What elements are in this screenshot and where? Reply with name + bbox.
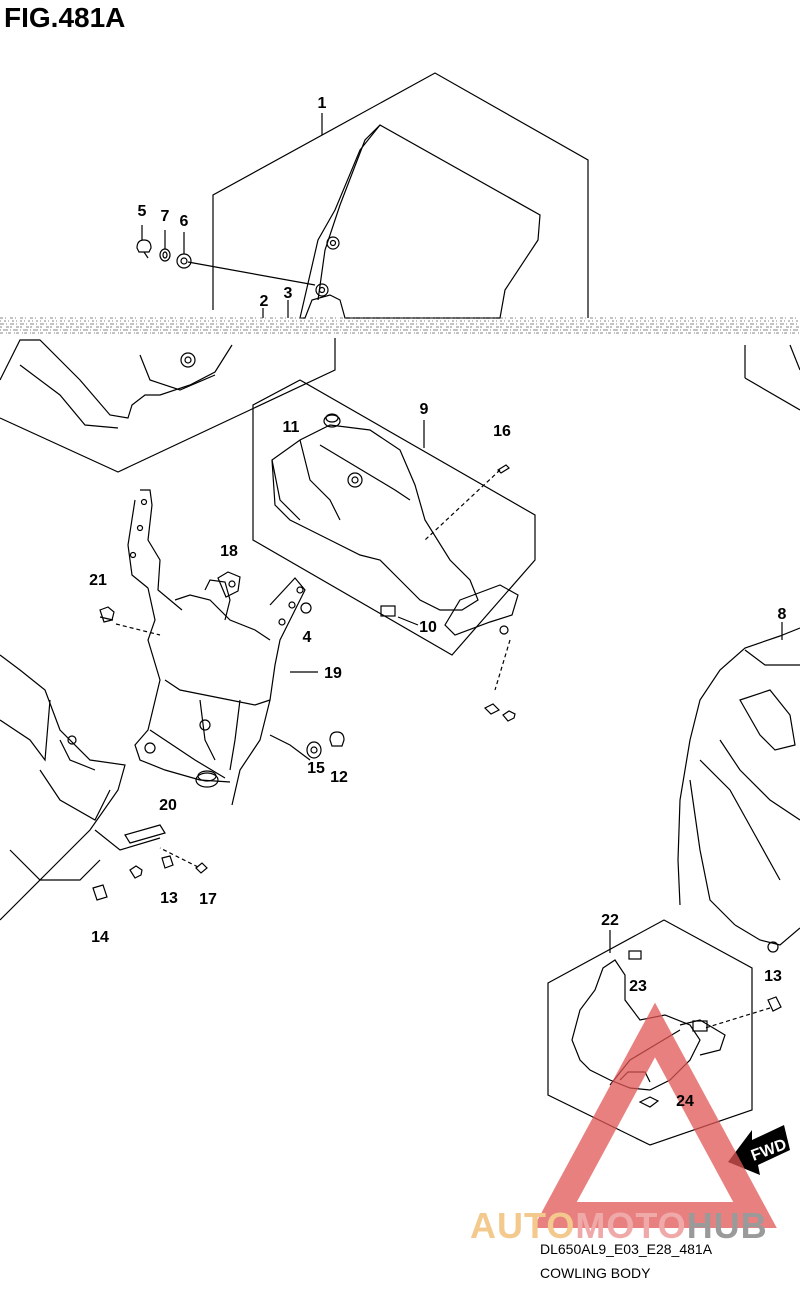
callout-label-c15: 15 xyxy=(307,760,325,777)
windscreen-group xyxy=(136,72,589,319)
callout-label-c20: 20 xyxy=(159,797,177,814)
callout-label-c13b: 13 xyxy=(764,968,782,985)
callout-label-c6: 6 xyxy=(180,213,189,230)
callout-label-c11: 11 xyxy=(283,419,300,436)
callout-label-c5: 5 xyxy=(138,203,147,220)
scan-noise-band xyxy=(0,317,800,334)
callout-label-c8: 8 xyxy=(778,606,787,623)
callout-label-c23: 23 xyxy=(629,978,647,995)
watermark-part-moto: MOTO xyxy=(575,1205,687,1246)
left-side-cowling xyxy=(0,654,208,921)
callout-label-c16: 16 xyxy=(493,423,511,440)
meter-cover-group xyxy=(252,379,536,722)
callout-label-c18: 18 xyxy=(220,543,238,560)
watermark-text: AUTOMOTOHUB xyxy=(470,1205,768,1247)
right-side-cowling xyxy=(677,622,800,953)
callout-label-c22: 22 xyxy=(601,912,619,929)
callout-label-c10: 10 xyxy=(419,619,437,636)
figure-code: DL650AL9_E03_E28_481A xyxy=(540,1241,713,1257)
callout-label-c14: 14 xyxy=(91,929,109,946)
callout-label-c9: 9 xyxy=(420,401,429,418)
watermark-part-auto: AUTO xyxy=(470,1205,576,1246)
callout-label-c7: 7 xyxy=(161,208,170,225)
watermark-part-hub: HUB xyxy=(686,1205,768,1246)
figure-title: FIG.481A xyxy=(4,2,126,33)
lower-panel xyxy=(0,338,800,473)
callout-label-c19: 19 xyxy=(324,665,342,682)
callout-label-c13a: 13 xyxy=(160,890,178,907)
callout-label-c12: 12 xyxy=(330,769,348,786)
callout-label-c2: 2 xyxy=(260,293,269,310)
callout-label-c4: 4 xyxy=(303,629,312,646)
callout-label-c1: 1 xyxy=(318,95,327,112)
watermark-logo xyxy=(533,1002,777,1228)
callout-label-c21: 21 xyxy=(89,572,107,589)
figure-name: COWLING BODY xyxy=(540,1265,651,1281)
bracket-assembly xyxy=(99,489,345,806)
callout-label-c17: 17 xyxy=(199,891,217,908)
callout-label-c3: 3 xyxy=(284,285,293,302)
callout-label-c24: 24 xyxy=(676,1093,694,1110)
